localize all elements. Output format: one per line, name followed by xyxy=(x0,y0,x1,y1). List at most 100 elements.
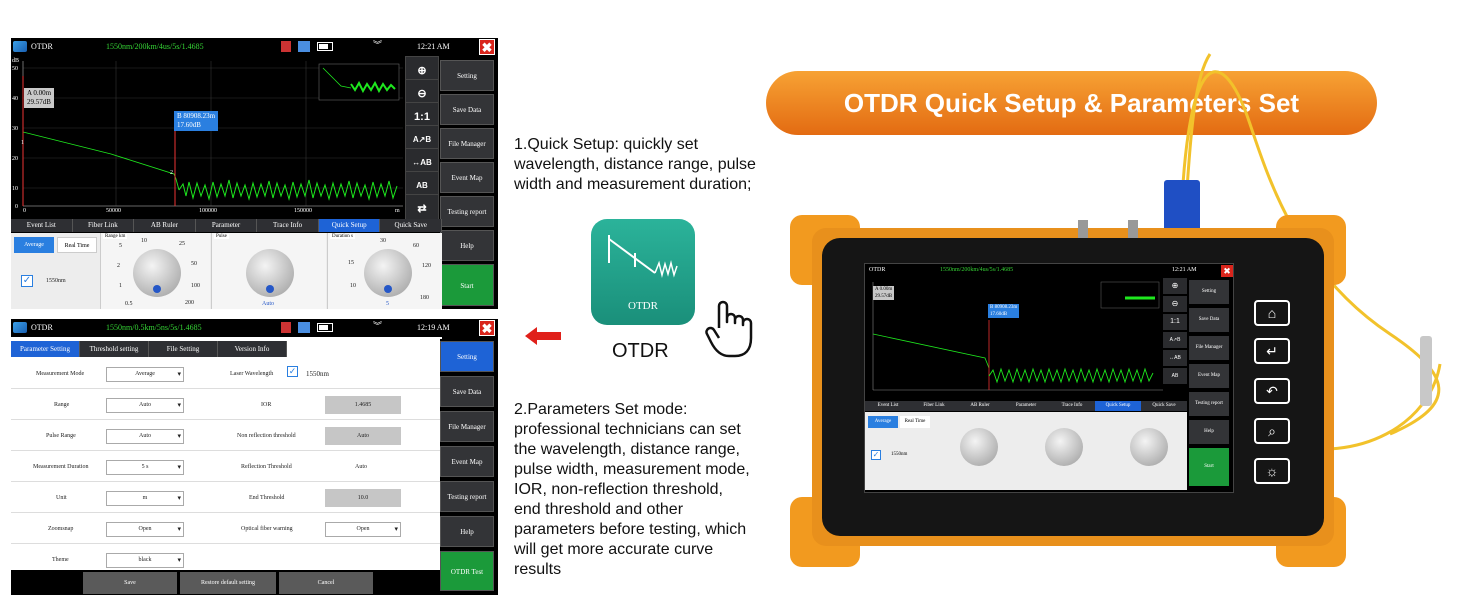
setting-row: Unit m End Threshold 10.0 xyxy=(11,483,442,513)
range-knob[interactable] xyxy=(133,249,181,297)
pulse-knob[interactable] xyxy=(246,249,294,297)
zoom-in-icon[interactable]: ⊕ xyxy=(1163,278,1187,294)
tab-parameter-setting[interactable]: Parameter Setting xyxy=(11,341,80,357)
tab-trace-info[interactable]: Trace Info xyxy=(257,219,319,232)
save-button[interactable]: Save xyxy=(83,572,177,594)
close-button[interactable]: ✖ xyxy=(479,320,495,336)
testing-report-button[interactable]: Testing report xyxy=(1189,392,1229,416)
tab-event-list[interactable]: Event List xyxy=(11,219,73,232)
swap-icon[interactable]: ⇄ xyxy=(405,194,439,222)
zoom-icon[interactable]: ⌕ xyxy=(1254,418,1290,444)
enter-icon[interactable]: ↵ xyxy=(1254,338,1290,364)
y-axis-unit: dB xyxy=(12,58,20,64)
otdr-trace-graph[interactable] xyxy=(11,56,403,218)
tab-ab-ruler[interactable]: AB Ruler xyxy=(970,403,990,408)
help-button[interactable]: Help xyxy=(440,516,494,547)
ior-label: IOR xyxy=(261,402,272,408)
help-button[interactable]: Help xyxy=(1189,420,1229,444)
otdr-trace-graph[interactable] xyxy=(865,278,1163,398)
save-data-button[interactable]: Save Data xyxy=(440,376,494,407)
unit-label: Unit xyxy=(56,495,67,501)
restore-default-button[interactable]: Restore default setting xyxy=(180,572,276,594)
duration-knob[interactable] xyxy=(364,249,412,297)
move-b-button[interactable]: AB xyxy=(1163,368,1187,384)
event-map-button[interactable]: Event Map xyxy=(440,162,494,193)
tab-event-list[interactable]: Event List xyxy=(877,403,899,408)
close-button[interactable]: ✖ xyxy=(479,39,495,55)
setting-button[interactable]: Setting xyxy=(1189,280,1229,304)
testing-report-button[interactable]: Testing report xyxy=(440,196,494,227)
pulse-knob[interactable] xyxy=(1045,428,1083,466)
otdr-quick-setup-screen: OTDR 1550nm/200km/4us/5s/1.4685 ︾ 12:21 … xyxy=(11,38,498,309)
tab-parameter[interactable]: Parameter xyxy=(1015,403,1037,408)
range-knob[interactable] xyxy=(960,428,998,466)
tab-ab-ruler[interactable]: AB Ruler xyxy=(134,219,196,232)
duration-knob[interactable] xyxy=(1130,428,1168,466)
start-button[interactable]: Start xyxy=(440,264,494,306)
duration-scale-tick: 60 xyxy=(413,243,419,249)
otdr-test-button[interactable]: OTDR Test xyxy=(440,551,494,591)
ior-field[interactable]: 1.4685 xyxy=(325,396,401,414)
zoomsnap-select[interactable]: Open xyxy=(106,522,184,537)
home-icon[interactable]: ⌂ xyxy=(1254,300,1290,326)
event-map-button[interactable]: Event Map xyxy=(1189,364,1229,388)
theme-select[interactable]: black xyxy=(106,553,184,568)
tab-version-info[interactable]: Version Info xyxy=(218,341,287,357)
close-button[interactable]: ✖ xyxy=(1221,265,1233,277)
setting-row: Pulse Range Auto Non reflection threshol… xyxy=(11,421,442,451)
otdr-app-icon[interactable]: OTDR xyxy=(591,219,695,325)
brightness-icon[interactable]: ☼ xyxy=(1254,458,1290,484)
optical-fiber-warning-select[interactable]: Open xyxy=(325,522,401,537)
tab-fiber-link[interactable]: Fiber Link xyxy=(923,403,945,408)
tab-fiber-link[interactable]: Fiber Link xyxy=(73,219,135,232)
measurement-mode-select[interactable]: Average xyxy=(106,367,184,382)
chevron-down-icon[interactable]: ︾ xyxy=(373,321,383,331)
end-threshold-field[interactable]: 10.0 xyxy=(325,489,401,507)
tab-quick-save[interactable]: Quick Save xyxy=(1152,403,1176,408)
chevron-down-icon[interactable]: ︾ xyxy=(373,40,383,50)
start-button[interactable]: Start xyxy=(1189,448,1229,486)
setting-button[interactable]: Setting xyxy=(440,60,494,91)
save-data-button[interactable]: Save Data xyxy=(1189,308,1229,332)
file-manager-button[interactable]: File Manager xyxy=(440,411,494,442)
wavelength-checkbox[interactable]: ✓ xyxy=(871,450,881,460)
usb-icon xyxy=(281,41,291,52)
back-icon[interactable]: ↶ xyxy=(1254,378,1290,404)
x-tick: 0 xyxy=(23,208,26,214)
range-select[interactable]: Auto xyxy=(106,398,184,413)
parameters-set-description: 2.Parameters Set mode:professional techn… xyxy=(514,401,750,578)
real-time-mode-button[interactable]: Real Time xyxy=(57,237,97,253)
tab-parameter[interactable]: Parameter xyxy=(196,219,258,232)
wavelength-checkbox[interactable]: ✓ xyxy=(21,275,33,287)
tab-trace-info[interactable]: Trace Info xyxy=(1061,403,1083,408)
zoom-out-icon[interactable]: ⊖ xyxy=(1163,296,1187,312)
average-mode-button[interactable]: Average xyxy=(868,416,898,428)
unit-select[interactable]: m xyxy=(106,491,184,506)
tab-threshold-setting[interactable]: Threshold setting xyxy=(80,341,149,357)
zoom-reset-button[interactable]: 1:1 xyxy=(1163,314,1187,330)
move-a-button[interactable]: ↔AB xyxy=(1163,350,1187,366)
setting-row: Theme black xyxy=(11,545,442,575)
cursor-ab-button[interactable]: A↗B xyxy=(1163,332,1187,348)
zoom-toolbar: ⊕ ⊖ 1:1 A↗B ↔AB AB ⇄ xyxy=(405,56,439,222)
setting-button[interactable]: Setting xyxy=(440,341,494,372)
clock: 12:19 AM xyxy=(417,323,450,332)
tab-quick-setup[interactable]: Quick Setup xyxy=(1095,401,1141,411)
tab-quick-save[interactable]: Quick Save xyxy=(380,219,443,232)
non-reflection-threshold-field[interactable]: Auto xyxy=(325,427,401,445)
file-manager-button[interactable]: File Manager xyxy=(440,128,494,159)
real-time-mode-button[interactable]: Real Time xyxy=(900,416,930,428)
cancel-button[interactable]: Cancel xyxy=(279,572,373,594)
save-data-button[interactable]: Save Data xyxy=(440,94,494,125)
average-mode-button[interactable]: Average xyxy=(14,237,54,253)
wavelength-checkbox[interactable]: ✓ xyxy=(287,366,298,377)
measurement-duration-select[interactable]: 5 s xyxy=(106,460,184,475)
tab-quick-setup[interactable]: Quick Setup xyxy=(318,219,381,232)
help-button[interactable]: Help xyxy=(440,230,494,261)
testing-report-button[interactable]: Testing report xyxy=(440,481,494,512)
pulse-range-select[interactable]: Auto xyxy=(106,429,184,444)
file-manager-button[interactable]: File Manager xyxy=(1189,336,1229,360)
event-map-button[interactable]: Event Map xyxy=(440,446,494,477)
tab-file-setting[interactable]: File Setting xyxy=(149,341,218,357)
